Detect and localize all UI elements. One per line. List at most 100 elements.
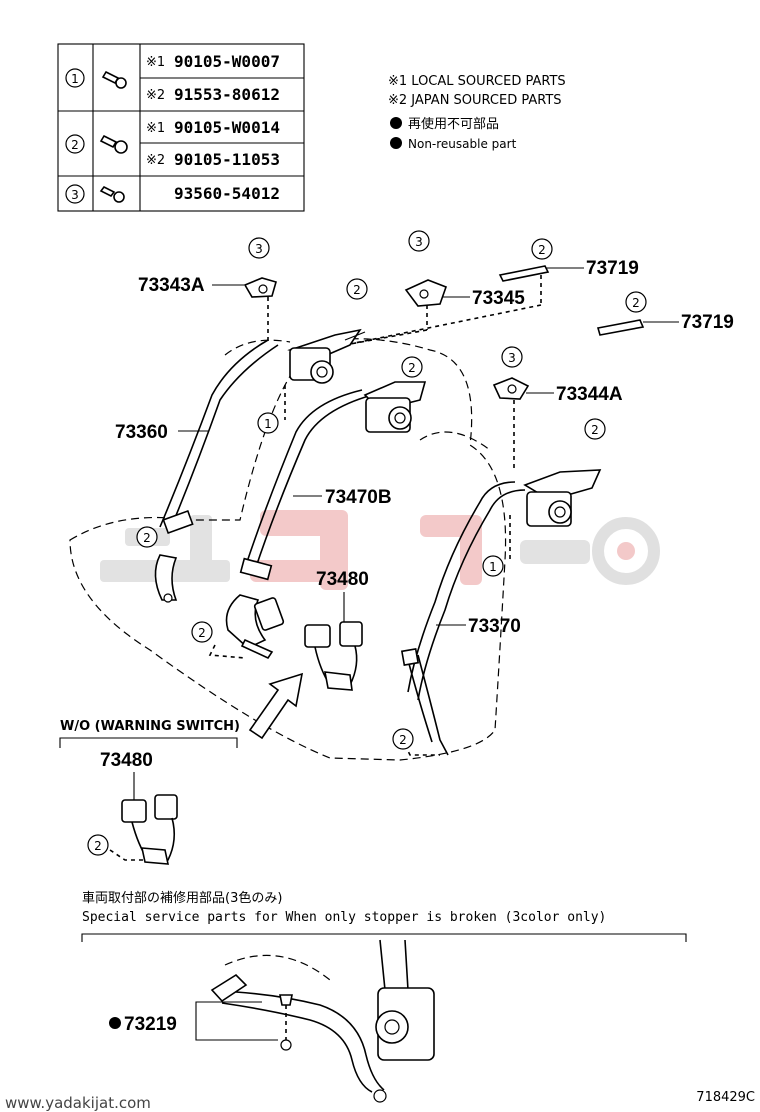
svg-text:73470B: 73470B: [325, 487, 392, 508]
variant-label: W/O (WARNING SWITCH): [60, 719, 240, 734]
svg-text:2: 2: [71, 138, 79, 152]
label-73719-right: 73719: [643, 312, 734, 333]
svg-text:2: 2: [94, 839, 102, 853]
svg-text:73370: 73370: [468, 616, 521, 637]
callout-2: 2: [625, 291, 647, 313]
svg-text:73719: 73719: [586, 258, 639, 279]
callout-2: 2: [392, 728, 414, 750]
svg-text:2: 2: [198, 626, 206, 640]
cover-73719-a: [498, 265, 550, 282]
note-local-sourced: ※1 LOCAL SOURCED PARTS: [388, 74, 566, 89]
bolt-icon: [101, 70, 127, 89]
svg-text:2: 2: [408, 361, 416, 375]
legend-key-3: 3: [65, 184, 85, 204]
seat-outline: [224, 339, 291, 356]
legend-part-number: 90105-11053: [174, 150, 280, 169]
callout-2: 2: [346, 278, 368, 300]
svg-text:2: 2: [632, 296, 640, 310]
seat-outline: [419, 431, 491, 451]
svg-text:1: 1: [264, 417, 272, 431]
legend-part-number: 91553-80612: [174, 85, 280, 104]
legend-key-2: 2: [65, 134, 85, 154]
label-73343A: 73343A: [138, 275, 244, 296]
buckle-73480: [304, 621, 363, 691]
callout-3: 3: [501, 346, 523, 368]
cover-73719-b: [596, 319, 645, 336]
label-73344A: 73344A: [526, 384, 623, 405]
label-73360: 73360: [115, 422, 208, 443]
callout-2: 2: [191, 621, 213, 643]
callout-1: 1: [257, 412, 279, 434]
legend-mark: ※2: [146, 153, 165, 168]
label-73480-wo: 73480: [100, 750, 153, 800]
legend-part-number: 90105-W0014: [174, 118, 280, 137]
callout-1: 1: [482, 555, 504, 577]
svg-text:3: 3: [255, 242, 263, 256]
filled-dot-icon: [390, 117, 402, 129]
note-nonreusable-en: Non-reusable part: [408, 137, 517, 151]
bracket-73343A: [243, 277, 277, 298]
legend-part-number: 93560-54012: [174, 184, 280, 203]
callout-3: 3: [248, 237, 270, 259]
retractor-left: [287, 328, 366, 384]
svg-text:3: 3: [71, 188, 79, 202]
svg-text:1: 1: [489, 560, 497, 574]
svg-text:2: 2: [538, 243, 546, 257]
svg-text:73345: 73345: [472, 288, 525, 309]
diagram-id: 718429C: [696, 1090, 755, 1105]
svg-text:73219: 73219: [124, 1014, 177, 1035]
callout-2: 2: [136, 526, 158, 548]
retractor-center: [363, 381, 427, 433]
screw-icon: [99, 185, 125, 203]
bolt-icon: [99, 134, 128, 154]
label-73470B: 73470B: [293, 487, 392, 508]
svg-text:73344A: 73344A: [556, 384, 623, 405]
note-nonreusable-jp: 再使用不可部品: [408, 116, 499, 132]
svg-text:1: 1: [71, 72, 79, 86]
svg-text:2: 2: [399, 733, 407, 747]
legend-mark: ※1: [146, 121, 165, 136]
legend-table: 1 2 3 ※1 90105-W0007 ※2 91553-80612 ※1 9…: [57, 43, 305, 212]
special-service-en: Special service parts for When only stop…: [82, 910, 606, 925]
label-73345: 73345: [443, 288, 525, 309]
special-service-jp: 車両取付部の補修用部品(3色のみ): [82, 890, 282, 906]
svg-text:73480: 73480: [100, 750, 153, 771]
svg-text:2: 2: [143, 531, 151, 545]
label-73219: 73219: [124, 1014, 177, 1035]
legend-mark: ※1: [146, 55, 165, 70]
belt-73370: [400, 481, 526, 756]
label-73719-top: 73719: [546, 258, 639, 279]
bracket-73345: [404, 279, 448, 307]
seat-outline: [69, 338, 507, 761]
svg-text:73719: 73719: [681, 312, 734, 333]
belt-73470B: [225, 389, 373, 660]
svg-text:73343A: 73343A: [138, 275, 205, 296]
watermark-url: www.yadakijat.com: [5, 1094, 151, 1112]
callout-2: 2: [531, 238, 553, 260]
nonreusable-dot-icon: [109, 1017, 121, 1029]
legend-key-1: 1: [65, 68, 85, 88]
filled-dot-icon: [390, 137, 402, 149]
callout-2: 2: [584, 418, 606, 440]
svg-text:73480: 73480: [316, 569, 369, 590]
notes: ※1 LOCAL SOURCED PARTS ※2 JAPAN SOURCED …: [388, 74, 566, 151]
legend-mark: ※2: [146, 88, 165, 103]
note-japan-sourced: ※2 JAPAN SOURCED PARTS: [388, 93, 562, 108]
variant-wo-warning-switch: W/O (WARNING SWITCH): [59, 719, 240, 865]
special-service-section: 車両取付部の補修用部品(3色のみ) Special service parts …: [81, 890, 687, 1103]
svg-text:2: 2: [591, 423, 599, 437]
callout-3: 3: [408, 230, 430, 252]
svg-text:3: 3: [508, 351, 516, 365]
label-73480: 73480: [316, 569, 369, 622]
callout-2: 2: [401, 356, 423, 378]
svg-text:2: 2: [353, 283, 361, 297]
legend-part-number: 90105-W0007: [174, 52, 280, 71]
direction-arrow: [248, 672, 304, 740]
label-73370: 73370: [436, 616, 521, 637]
svg-text:73360: 73360: [115, 422, 168, 443]
retractor-right: [523, 469, 602, 527]
callout-2: 2: [87, 834, 109, 856]
belt-73360: [154, 339, 279, 603]
bracket-73344A: [492, 377, 530, 400]
